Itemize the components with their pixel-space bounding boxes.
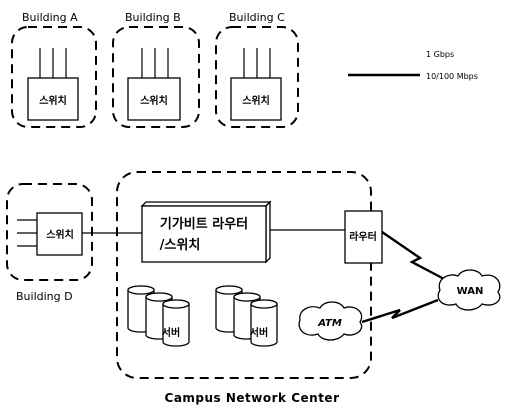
router: 라우터 <box>344 210 383 264</box>
building-b-switch-label: 스위치 <box>140 94 168 107</box>
gigabit-router-label-2: /스위치 <box>160 237 201 253</box>
building-b-label: Building B <box>125 11 181 24</box>
gigabit-router-label-1: 기가비트 라우터 <box>160 216 248 232</box>
building-a-switch <box>27 77 79 121</box>
building-d-switch-label: 스위치 <box>46 228 74 241</box>
legend-gbps-label: 1 Gbps <box>426 50 454 59</box>
building-d-label: Building D <box>16 290 73 303</box>
wan-cloud: WAN <box>437 269 501 311</box>
atm-label: ATM <box>317 318 342 329</box>
center-title: Campus Network Center <box>165 391 340 405</box>
gigabit-router-switch: 기가비트 라우터 /스위치 <box>140 200 272 264</box>
server-label-1: 서버 <box>162 326 180 339</box>
building-c-group: Building C 스위치 <box>215 11 299 128</box>
legend-mbps-label: 10/100 Mbps <box>426 72 478 81</box>
building-a-outline <box>11 26 97 128</box>
building-d-group: 스위치 Building D <box>6 183 93 303</box>
building-b-outline <box>112 26 200 128</box>
server-cluster-1: 서버 <box>127 285 190 347</box>
center-outline <box>116 171 372 379</box>
wan-label: WAN <box>457 286 484 297</box>
server-cluster-2: 서버 <box>215 285 278 347</box>
router-box <box>344 210 383 264</box>
building-c-switch <box>230 77 282 121</box>
campus-network-center: 기가비트 라우터 /스위치 라우터 서버 <box>116 171 383 405</box>
building-a-switch-label: 스위치 <box>39 94 67 107</box>
building-b-switch <box>127 77 181 121</box>
link-router-wan <box>381 231 447 282</box>
building-d-outline <box>6 183 93 281</box>
building-c-outline <box>215 26 299 128</box>
building-c-switch-label: 스위치 <box>242 94 270 107</box>
building-d-switch <box>36 212 83 256</box>
building-a-label: Building A <box>22 11 78 24</box>
server-label-2: 서버 <box>250 326 268 339</box>
building-a-group: Building A 스위치 <box>11 11 97 128</box>
atm-cloud: ATM <box>298 301 363 341</box>
building-c-label: Building C <box>229 11 285 24</box>
link-atm-wan <box>361 298 439 324</box>
router-label: 라우터 <box>349 230 377 243</box>
legend: 1 Gbps 10/100 Mbps <box>348 50 478 81</box>
building-b-group: Building B 스위치 <box>112 11 200 128</box>
